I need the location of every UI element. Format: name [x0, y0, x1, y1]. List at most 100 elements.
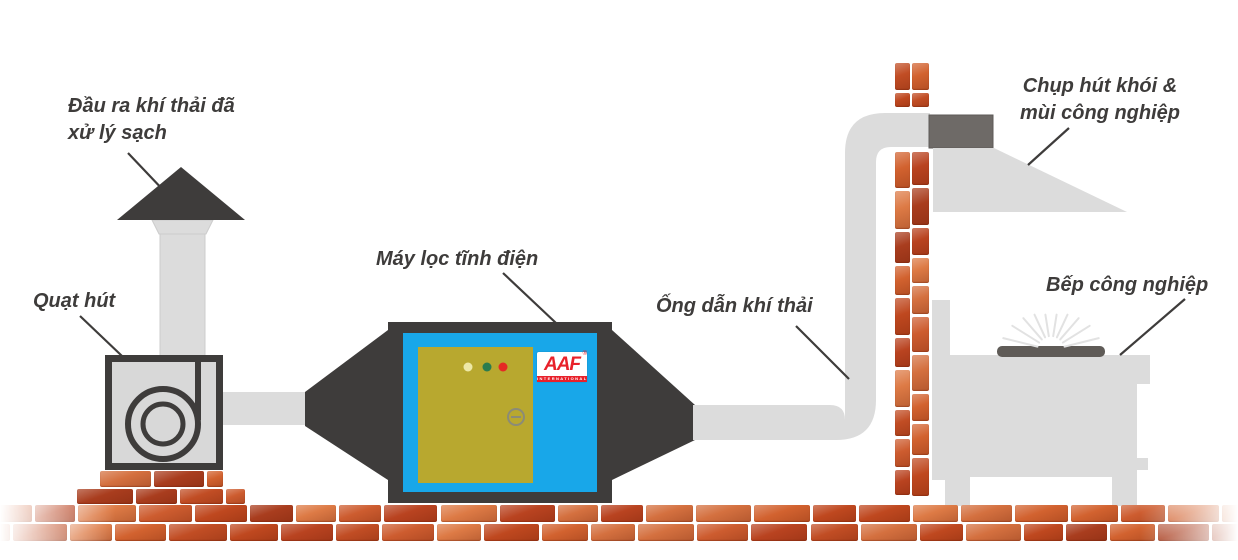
brick [206, 471, 223, 487]
pointer-hood [1027, 127, 1070, 166]
brick [912, 258, 929, 284]
aaf-logo-text: AAF [543, 353, 581, 375]
brick [912, 394, 929, 422]
brick [912, 286, 929, 315]
brick [1211, 524, 1238, 541]
filter-outlet-cone [612, 330, 695, 480]
fan-scroll-outer [125, 386, 201, 462]
brick [1120, 505, 1165, 522]
brick [895, 297, 910, 336]
brick [895, 338, 910, 367]
label-clean-outlet: Đầu ra khí thải đã xử lý sạch [68, 93, 235, 147]
pointer-lines [79, 127, 1186, 380]
brick [77, 489, 134, 504]
chimney-cap [117, 167, 245, 220]
brick [100, 471, 151, 487]
pointer-filter [502, 272, 557, 324]
heat-ray [1059, 317, 1080, 341]
heat-ray [1061, 324, 1091, 344]
brick [895, 63, 910, 91]
brick [591, 524, 636, 541]
brick [912, 354, 929, 392]
filter-door [418, 347, 533, 483]
door-handle [507, 408, 525, 426]
brick [499, 505, 556, 522]
brick [813, 505, 857, 522]
aaf-logo-top: AAF ® [537, 351, 587, 376]
label-clean-outlet-line2: xử lý sạch [68, 122, 167, 144]
indicator-light-yellow [463, 362, 473, 372]
brick [1065, 524, 1108, 541]
brick [697, 524, 748, 541]
industrial-stove [932, 300, 1150, 506]
heat-ray [1022, 317, 1043, 341]
chimney-pipe [159, 232, 206, 358]
brick [281, 524, 333, 541]
aaf-logo: AAF ® INTERNATIONAL [537, 351, 587, 382]
label-filter: Máy lọc tĩnh điện [376, 248, 539, 270]
brick [229, 524, 279, 541]
brick [179, 489, 224, 504]
brick [895, 409, 910, 436]
brick [138, 505, 193, 522]
brick [895, 369, 910, 407]
label-hood: Chụp hút khói & mùi công nghiệp [1010, 73, 1190, 127]
brick [912, 63, 929, 90]
brick [541, 524, 589, 541]
brick [1070, 505, 1118, 522]
pointer-stove [1119, 298, 1186, 356]
heat-ray [1011, 324, 1041, 344]
brick [1014, 505, 1068, 522]
registered-mark: ® [582, 351, 587, 357]
brick [601, 505, 644, 522]
heat-ray [1052, 313, 1058, 338]
pointer-duct [795, 325, 850, 380]
brick [912, 458, 929, 496]
heat-ray [1002, 337, 1039, 348]
hood-duct-connector [928, 114, 994, 149]
stove-burner [997, 346, 1105, 357]
brick [1023, 524, 1063, 541]
brick [912, 228, 929, 256]
brick [960, 505, 1012, 522]
stove-side-tab [1137, 458, 1148, 470]
pointer-outlet [127, 152, 167, 194]
brick [70, 524, 112, 541]
label-duct: Ống dẫn khí thải [656, 295, 813, 317]
brick [13, 524, 68, 541]
brick [912, 505, 958, 522]
brick [861, 524, 918, 541]
pointer-fan [79, 315, 123, 357]
brick [484, 524, 539, 541]
stove-body [932, 375, 1137, 477]
brick [966, 524, 1021, 541]
brick [753, 505, 811, 522]
brick [895, 231, 910, 263]
brick [638, 524, 695, 541]
brick [895, 438, 910, 468]
brick [153, 471, 204, 487]
brick [195, 505, 247, 522]
brick [34, 505, 76, 522]
fan-to-filter-duct [220, 392, 308, 425]
fan-scroll-inner [140, 401, 186, 447]
label-clean-outlet-line1: Đầu ra khí thải đã [68, 95, 235, 117]
label-stove: Bếp công nghiệp [1046, 274, 1209, 296]
brick [226, 489, 245, 504]
brick [1110, 524, 1155, 541]
brick [859, 505, 910, 522]
brick [0, 524, 11, 541]
heat-ray [1044, 313, 1050, 338]
exhaust-duct [693, 113, 930, 440]
brick [1157, 524, 1209, 541]
stove-leg-right [1112, 477, 1137, 506]
brick [168, 524, 227, 541]
brick [1167, 505, 1219, 522]
brick [78, 505, 136, 522]
stove-counter [950, 355, 1150, 375]
aaf-logo-subtext: INTERNATIONAL [537, 376, 587, 382]
